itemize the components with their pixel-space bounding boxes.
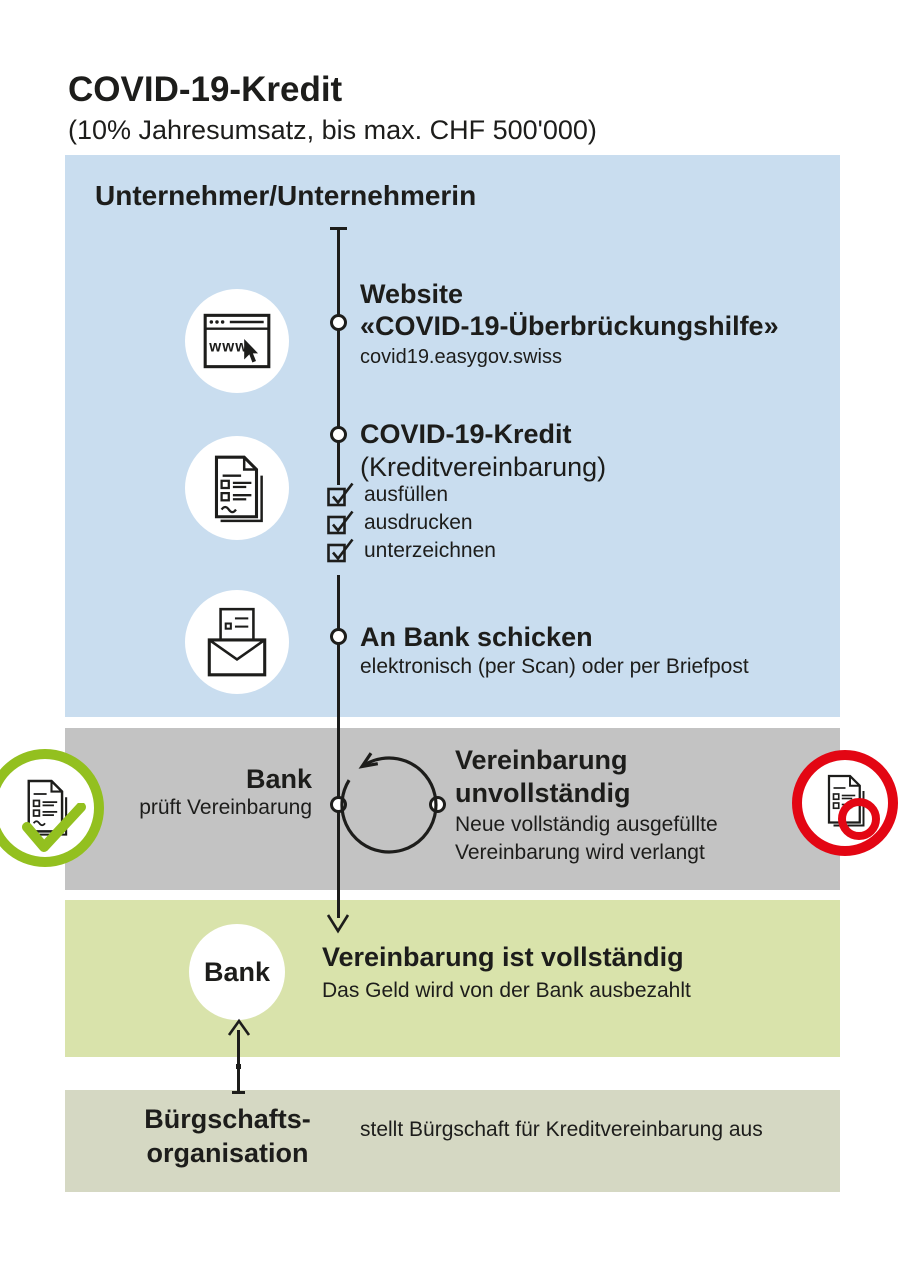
timeline-segment (337, 575, 340, 918)
page-title: COVID-19-Kredit (68, 70, 343, 109)
step-kredit-title: COVID-19-Kredit (360, 419, 572, 449)
checklist-item: ausdrucken (325, 509, 473, 536)
step-send-subtitle: elektronisch (per Scan) oder per Briefpo… (360, 655, 749, 678)
arrow-up-icon (227, 1018, 251, 1036)
document-approved-badge (0, 749, 104, 867)
step-website: Website «COVID-19-Überbrückungshilfe» co… (360, 278, 779, 369)
incomplete-outcome-title: Vereinbarung unvollständig (455, 744, 631, 810)
guarantee-actor-line2: organisation (146, 1138, 309, 1168)
incomplete-title-line2: unvollständig (455, 778, 631, 808)
guarantee-box (65, 1090, 840, 1192)
bank-review-action: prüft Vereinbarung (139, 796, 312, 819)
incomplete-sub-line2: Vereinbarung wird verlangt (455, 841, 705, 864)
timeline-node-kredit (330, 426, 347, 443)
document-approved-check-icon (27, 779, 68, 836)
timeline-node-website (330, 314, 347, 331)
form-document-icon (214, 455, 263, 523)
approved-title: Vereinbarung ist vollständig (322, 942, 684, 972)
checked-checkbox-icon (327, 482, 354, 507)
bank-circle-label: Bank (203, 956, 271, 987)
website-icon-circle: www (185, 289, 289, 393)
step-send-title: An Bank schicken (360, 622, 593, 652)
timeline-node-send (330, 628, 347, 645)
checklist-label: ausdrucken (364, 510, 473, 534)
arrow-down-icon (326, 914, 350, 934)
bank-review-band (65, 728, 840, 890)
step-website-title-line2: «COVID-19-Überbrückungshilfe» (360, 311, 779, 341)
guarantee-arrow-dot (236, 1064, 241, 1069)
step-website-url: covid19.easygov.swiss (360, 346, 562, 368)
step-kredit-subtitle: (Kreditvereinbarung) (360, 452, 607, 482)
repeat-loop-arrow-icon (340, 752, 438, 854)
checklist-label: unterzeichnen (364, 538, 496, 562)
checklist-item: unterzeichnen (325, 537, 496, 564)
approved-subtitle: Das Geld wird von der Bank ausbezahlt (322, 979, 691, 1002)
red-ring-icon (838, 798, 880, 840)
guarantee-arrow-base (232, 1091, 245, 1094)
guarantee-actor: Bürgschafts- organisation (95, 1102, 360, 1170)
bank-review-actor: Bank (245, 764, 312, 794)
send-icon-circle (185, 590, 289, 694)
timeline-segment (337, 228, 340, 485)
green-checkmark-icon (22, 803, 86, 852)
document-rejected-badge (792, 750, 898, 856)
bank-circle: Bank (189, 924, 285, 1020)
incomplete-sub-line1: Neue vollständig ausgefüllte (455, 813, 718, 836)
step-kredit: COVID-19-Kredit (Kreditvereinbarung) (360, 418, 606, 484)
incomplete-outcome-subtitle: Neue vollständig ausgefüllte Vereinbarun… (455, 811, 718, 867)
bank-review-label: Bank prüft Vereinbarung (139, 763, 312, 821)
browser-www-icon: www (203, 313, 271, 369)
checked-checkbox-icon (327, 538, 354, 563)
actor-heading: Unternehmer/Unternehmerin (95, 180, 477, 211)
checklist-label: ausfüllen (364, 482, 449, 506)
step-website-title-line1: Website (360, 279, 464, 309)
incomplete-title-line1: Vereinbarung (455, 745, 628, 775)
envelope-letter-icon (207, 607, 267, 677)
guarantee-arrow-line (237, 1030, 240, 1092)
page-subtitle: (10% Jahresumsatz, bis max. CHF 500'000) (68, 115, 597, 145)
kredit-icon-circle (185, 436, 289, 540)
guarantee-description: stellt Bürgschaft für Kreditvereinbarung… (360, 1118, 763, 1141)
checked-checkbox-icon (327, 510, 354, 535)
step-send: An Bank schicken elektronisch (per Scan)… (360, 621, 749, 680)
svg-text:www: www (208, 338, 248, 355)
guarantee-actor-line1: Bürgschafts- (144, 1104, 311, 1134)
checklist-item: ausfüllen (325, 481, 448, 508)
